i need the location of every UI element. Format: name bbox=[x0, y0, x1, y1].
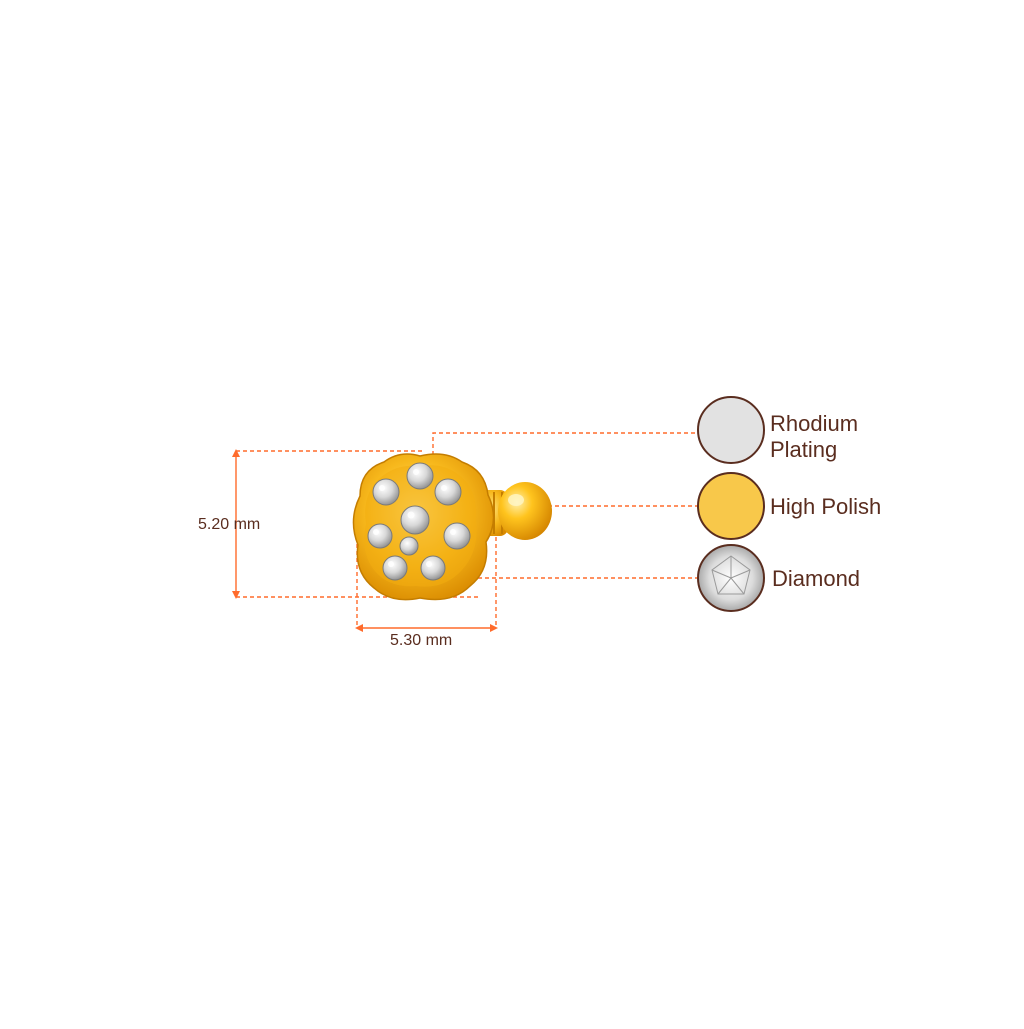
diamond-stone bbox=[434, 478, 462, 506]
diamond-stone bbox=[382, 555, 408, 581]
diamond-stone bbox=[443, 522, 471, 550]
diamond-stone bbox=[406, 462, 434, 490]
rhodium-plating-label: Rhodium Plating bbox=[770, 411, 858, 463]
width-arrow-right bbox=[490, 624, 498, 632]
earring-diamonds bbox=[367, 462, 471, 581]
diamond-swatch-facets bbox=[711, 555, 751, 595]
high-polish-label: High Polish bbox=[770, 494, 882, 519]
diamond-label: Diamond bbox=[772, 566, 861, 591]
screw-ball bbox=[498, 482, 552, 540]
height-arrow-bottom bbox=[232, 591, 240, 599]
rhodium-label-line1: Rhodium bbox=[770, 411, 859, 436]
dimension-guides bbox=[235, 432, 697, 629]
width-dimension-label: 5.30 mm bbox=[390, 632, 453, 649]
dimension-arrowheads bbox=[232, 449, 498, 632]
diamond-stone bbox=[400, 505, 430, 535]
height-dimension-label: 5.20 mm bbox=[198, 516, 261, 533]
rhodium-swatch bbox=[697, 396, 765, 464]
material-swatches bbox=[697, 396, 765, 612]
width-arrow-left bbox=[355, 624, 363, 632]
diamond-stone bbox=[372, 478, 400, 506]
height-arrow-top bbox=[232, 449, 240, 457]
rhodium-leader-line bbox=[432, 432, 697, 455]
rhodium-label-line2: Plating bbox=[770, 437, 838, 462]
diamond-stone bbox=[420, 555, 446, 581]
high-polish-swatch bbox=[697, 472, 765, 540]
diamond-stone bbox=[367, 523, 393, 549]
diamond-stone bbox=[399, 536, 419, 556]
